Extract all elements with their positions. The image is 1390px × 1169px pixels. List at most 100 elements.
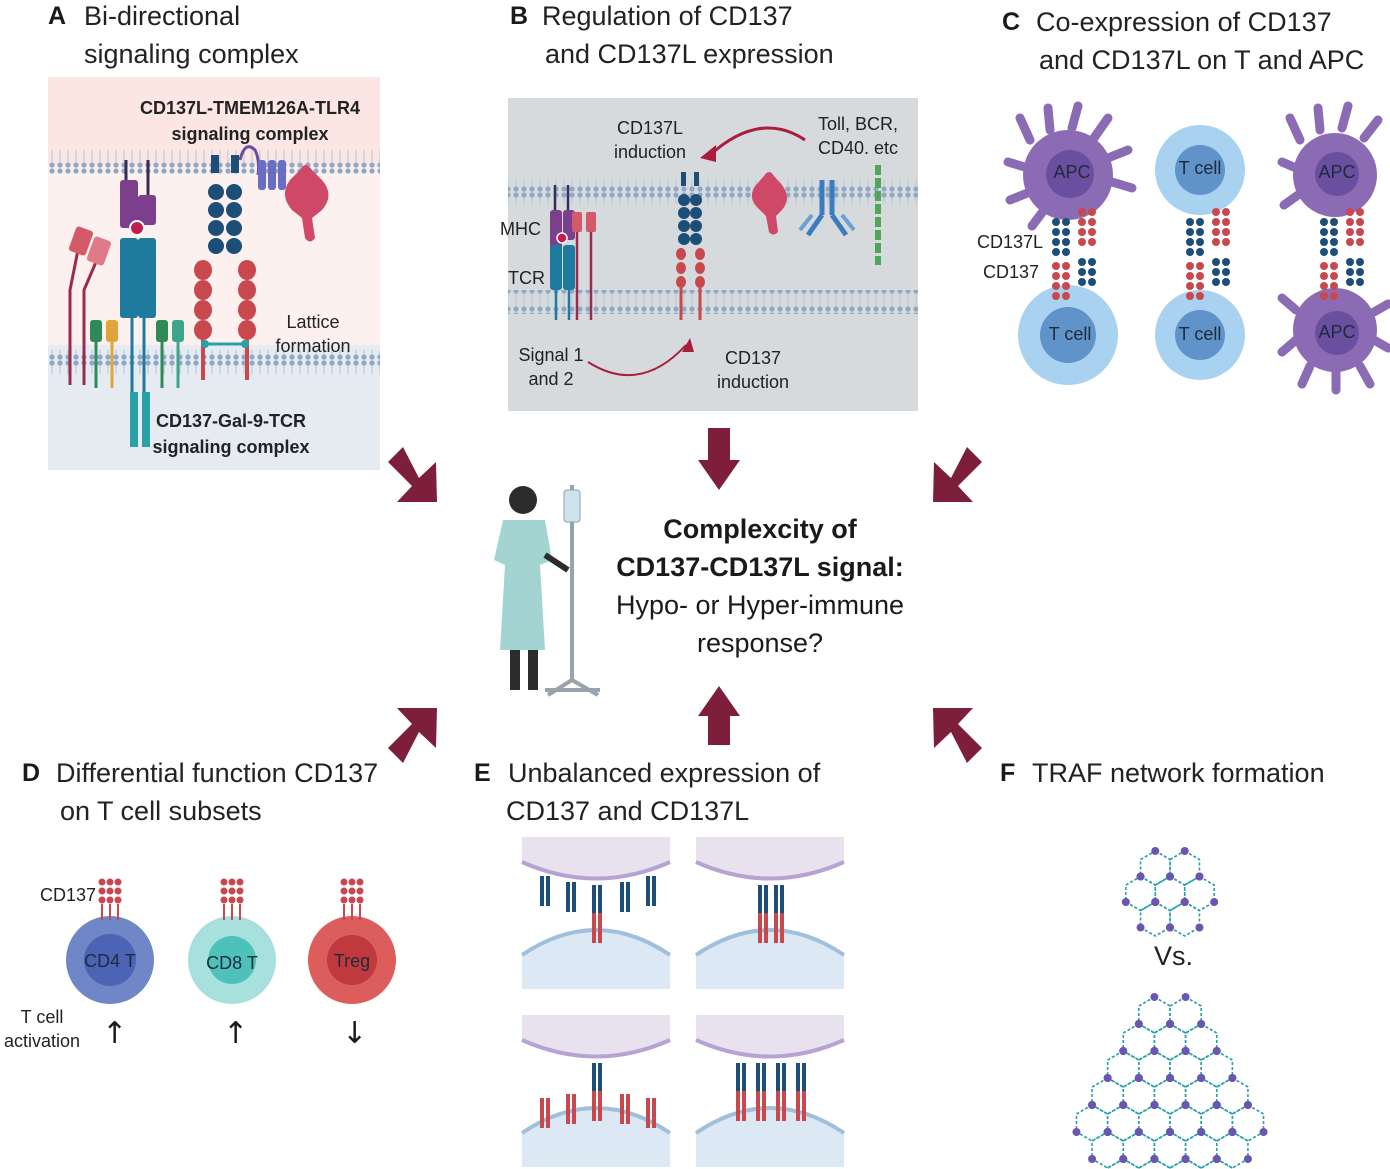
arrow-f: [933, 708, 982, 763]
traf-node: [1181, 1155, 1190, 1163]
traf-node: [1119, 1047, 1128, 1055]
traf-node: [1134, 1128, 1143, 1136]
c-tcell-middle: T cell: [1178, 324, 1222, 344]
traf-node: [1181, 1047, 1190, 1055]
a-complex-bottom-label: CD137-Gal-9-TCR signaling complex: [152, 411, 310, 457]
panel-b-title: Regulation of CD137 and CD137L expressio…: [542, 1, 834, 69]
panel-e-letter: E: [474, 759, 491, 787]
patient-illustration: [494, 485, 600, 697]
f-vs-label: Vs.: [1154, 941, 1194, 971]
traf-hexagon: [1169, 901, 1201, 937]
traf-hexagon: [1215, 1077, 1249, 1115]
traf-node: [1166, 1128, 1174, 1136]
traf-hexagon: [1200, 1158, 1234, 1169]
traf-node: [1151, 898, 1160, 906]
c-tcell-top: T cell: [1178, 158, 1222, 178]
e-box-4: [694, 1015, 846, 1167]
traf-node: [1166, 1020, 1174, 1028]
panel-a-title: Bi-directional signaling complex: [84, 1, 299, 69]
panel-d-title: Differential function CD137 on T cell su…: [56, 758, 379, 826]
traf-hexagon: [1184, 1131, 1218, 1169]
traf-node: [1151, 847, 1160, 855]
b-toll-label: Toll, BCR, CD40. etc: [817, 114, 899, 158]
traf-node: [1197, 1074, 1206, 1082]
traf-hexagon: [1184, 1077, 1218, 1115]
traf-node: [1134, 1074, 1143, 1082]
a-lattice-label: Lattice formation: [275, 312, 351, 356]
panel-e-illustration: [520, 837, 846, 1167]
a-complex-top-label: CD137L-TMEM126A-TLR4 signaling complex: [139, 98, 361, 144]
panel-a-letter: A: [48, 2, 67, 30]
traf-node: [1150, 993, 1159, 1001]
traf-hexagon: [1184, 1023, 1218, 1061]
traf-node: [1150, 1101, 1159, 1109]
d-treg-label: Treg: [333, 951, 371, 971]
traf-node: [1243, 1155, 1252, 1163]
traf-node: [1150, 1047, 1159, 1055]
traf-node: [1150, 1155, 1159, 1163]
traf-node: [1103, 1128, 1112, 1136]
traf-node: [1195, 872, 1204, 881]
d-cd137-label: CD137: [40, 885, 97, 905]
c-apc-1: APC: [1053, 162, 1091, 182]
traf-node: [1166, 872, 1174, 881]
panel-b-illustration: [508, 98, 918, 411]
traf-hexagon: [1138, 1158, 1171, 1169]
b-signal-label: Signal 1 and 2: [518, 345, 584, 389]
panel-d-illustration: [66, 877, 396, 1004]
traf-node: [1136, 923, 1145, 932]
c-apc-2: APC: [1318, 162, 1356, 182]
traf-hexagon: [1215, 1131, 1249, 1169]
c-cd137-label: CD137: [983, 262, 1040, 282]
traf-network-small: [1121, 847, 1219, 937]
e-box-2: [694, 837, 846, 989]
b-cd137-induction: CD137 induction: [716, 348, 790, 392]
arrow-b: [698, 428, 740, 490]
panel-a-illustration: [48, 77, 380, 470]
panel-c-title: Co-expression of CD137 and CD137L on T a…: [1036, 7, 1365, 75]
arrow-e: [698, 686, 740, 745]
traf-hexagon: [1200, 1050, 1234, 1088]
panel-c-illustration: [1003, 101, 1390, 395]
d-cd8-label: CD8 T: [206, 953, 258, 973]
traf-network-large: [1072, 993, 1268, 1169]
arrow-a: [388, 447, 437, 502]
traf-node: [1212, 1155, 1221, 1163]
panel-f-letter: F: [1000, 759, 1016, 787]
b-tcr-label: TCR: [508, 268, 545, 288]
traf-node: [1134, 1020, 1143, 1028]
traf-hexagon: [1091, 1077, 1125, 1115]
d-arrow-cd8: ↑: [223, 1016, 249, 1051]
traf-node: [1088, 1101, 1097, 1109]
traf-node: [1212, 1101, 1221, 1109]
traf-node: [1228, 1128, 1237, 1136]
traf-node: [1180, 898, 1189, 906]
c-apc-3: APC: [1318, 322, 1356, 342]
traf-hexagon: [1231, 1104, 1265, 1142]
b-cd137l-induction: CD137L induction: [613, 118, 687, 162]
traf-hexagon: [1169, 996, 1202, 1034]
d-cd4-label: CD4 T: [84, 951, 136, 971]
e-box-1: [520, 837, 672, 989]
traf-node: [1181, 993, 1190, 1001]
traf-hexagon: [1091, 1131, 1125, 1169]
d-arrow-treg: ↓: [342, 1016, 368, 1051]
panel-c-letter: C: [1002, 8, 1021, 36]
traf-node: [1181, 1101, 1190, 1109]
traf-node: [1195, 923, 1204, 932]
panel-f-title: TRAF network formation: [1032, 758, 1325, 788]
big-arrows: [388, 428, 982, 763]
center-question: Complexcity of CD137-CD137L signal: Hypo…: [615, 514, 905, 658]
traf-node: [1121, 898, 1130, 906]
traf-node: [1119, 1155, 1128, 1163]
arrow-c: [933, 447, 982, 502]
traf-node: [1228, 1074, 1237, 1082]
traf-node: [1212, 1047, 1221, 1055]
traf-node: [1259, 1128, 1268, 1136]
traf-node: [1103, 1074, 1112, 1082]
traf-node: [1180, 847, 1189, 855]
traf-node: [1072, 1128, 1081, 1136]
d-arrow-cd4: ↑: [102, 1016, 128, 1051]
b-mhc-label: MHC: [500, 219, 541, 239]
